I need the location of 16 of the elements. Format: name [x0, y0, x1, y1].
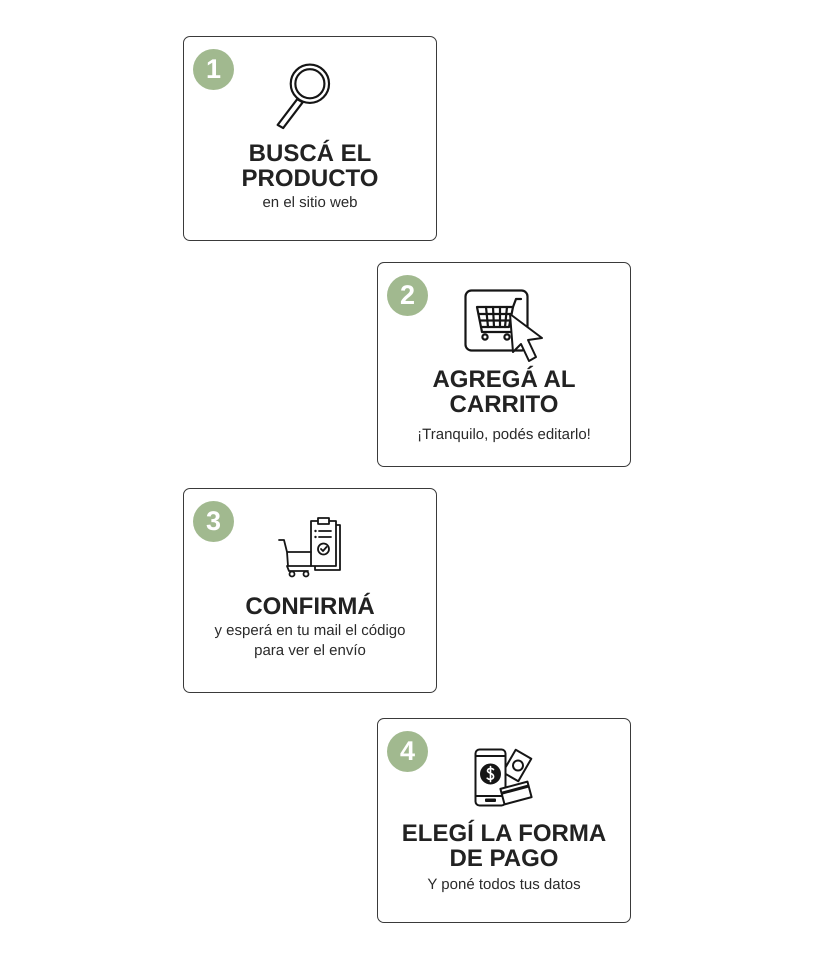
step-number: 1: [193, 49, 234, 90]
step-number: 2: [387, 275, 428, 316]
step-title: ELEGÍ LA FORMA DE PAGO: [400, 821, 608, 871]
step-card: [377, 262, 631, 467]
step-card: [183, 36, 437, 241]
step-card: [183, 488, 437, 693]
step-title: AGREGÁ AL CARRITO: [431, 367, 577, 417]
step-number: 3: [193, 501, 234, 542]
step-description: Y poné todos tus datos: [426, 875, 582, 895]
step-number: 4: [387, 731, 428, 772]
step-title: BUSCÁ EL PRODUCTO: [240, 141, 380, 191]
step-card: [377, 718, 631, 923]
step-title: CONFIRMÁ: [244, 594, 376, 619]
step-description: y esperá en tu mail el código para ver el envío: [214, 621, 406, 661]
step-description: ¡Tranquilo, podés editarlo!: [416, 425, 592, 445]
step-description: en el sitio web: [261, 193, 359, 213]
